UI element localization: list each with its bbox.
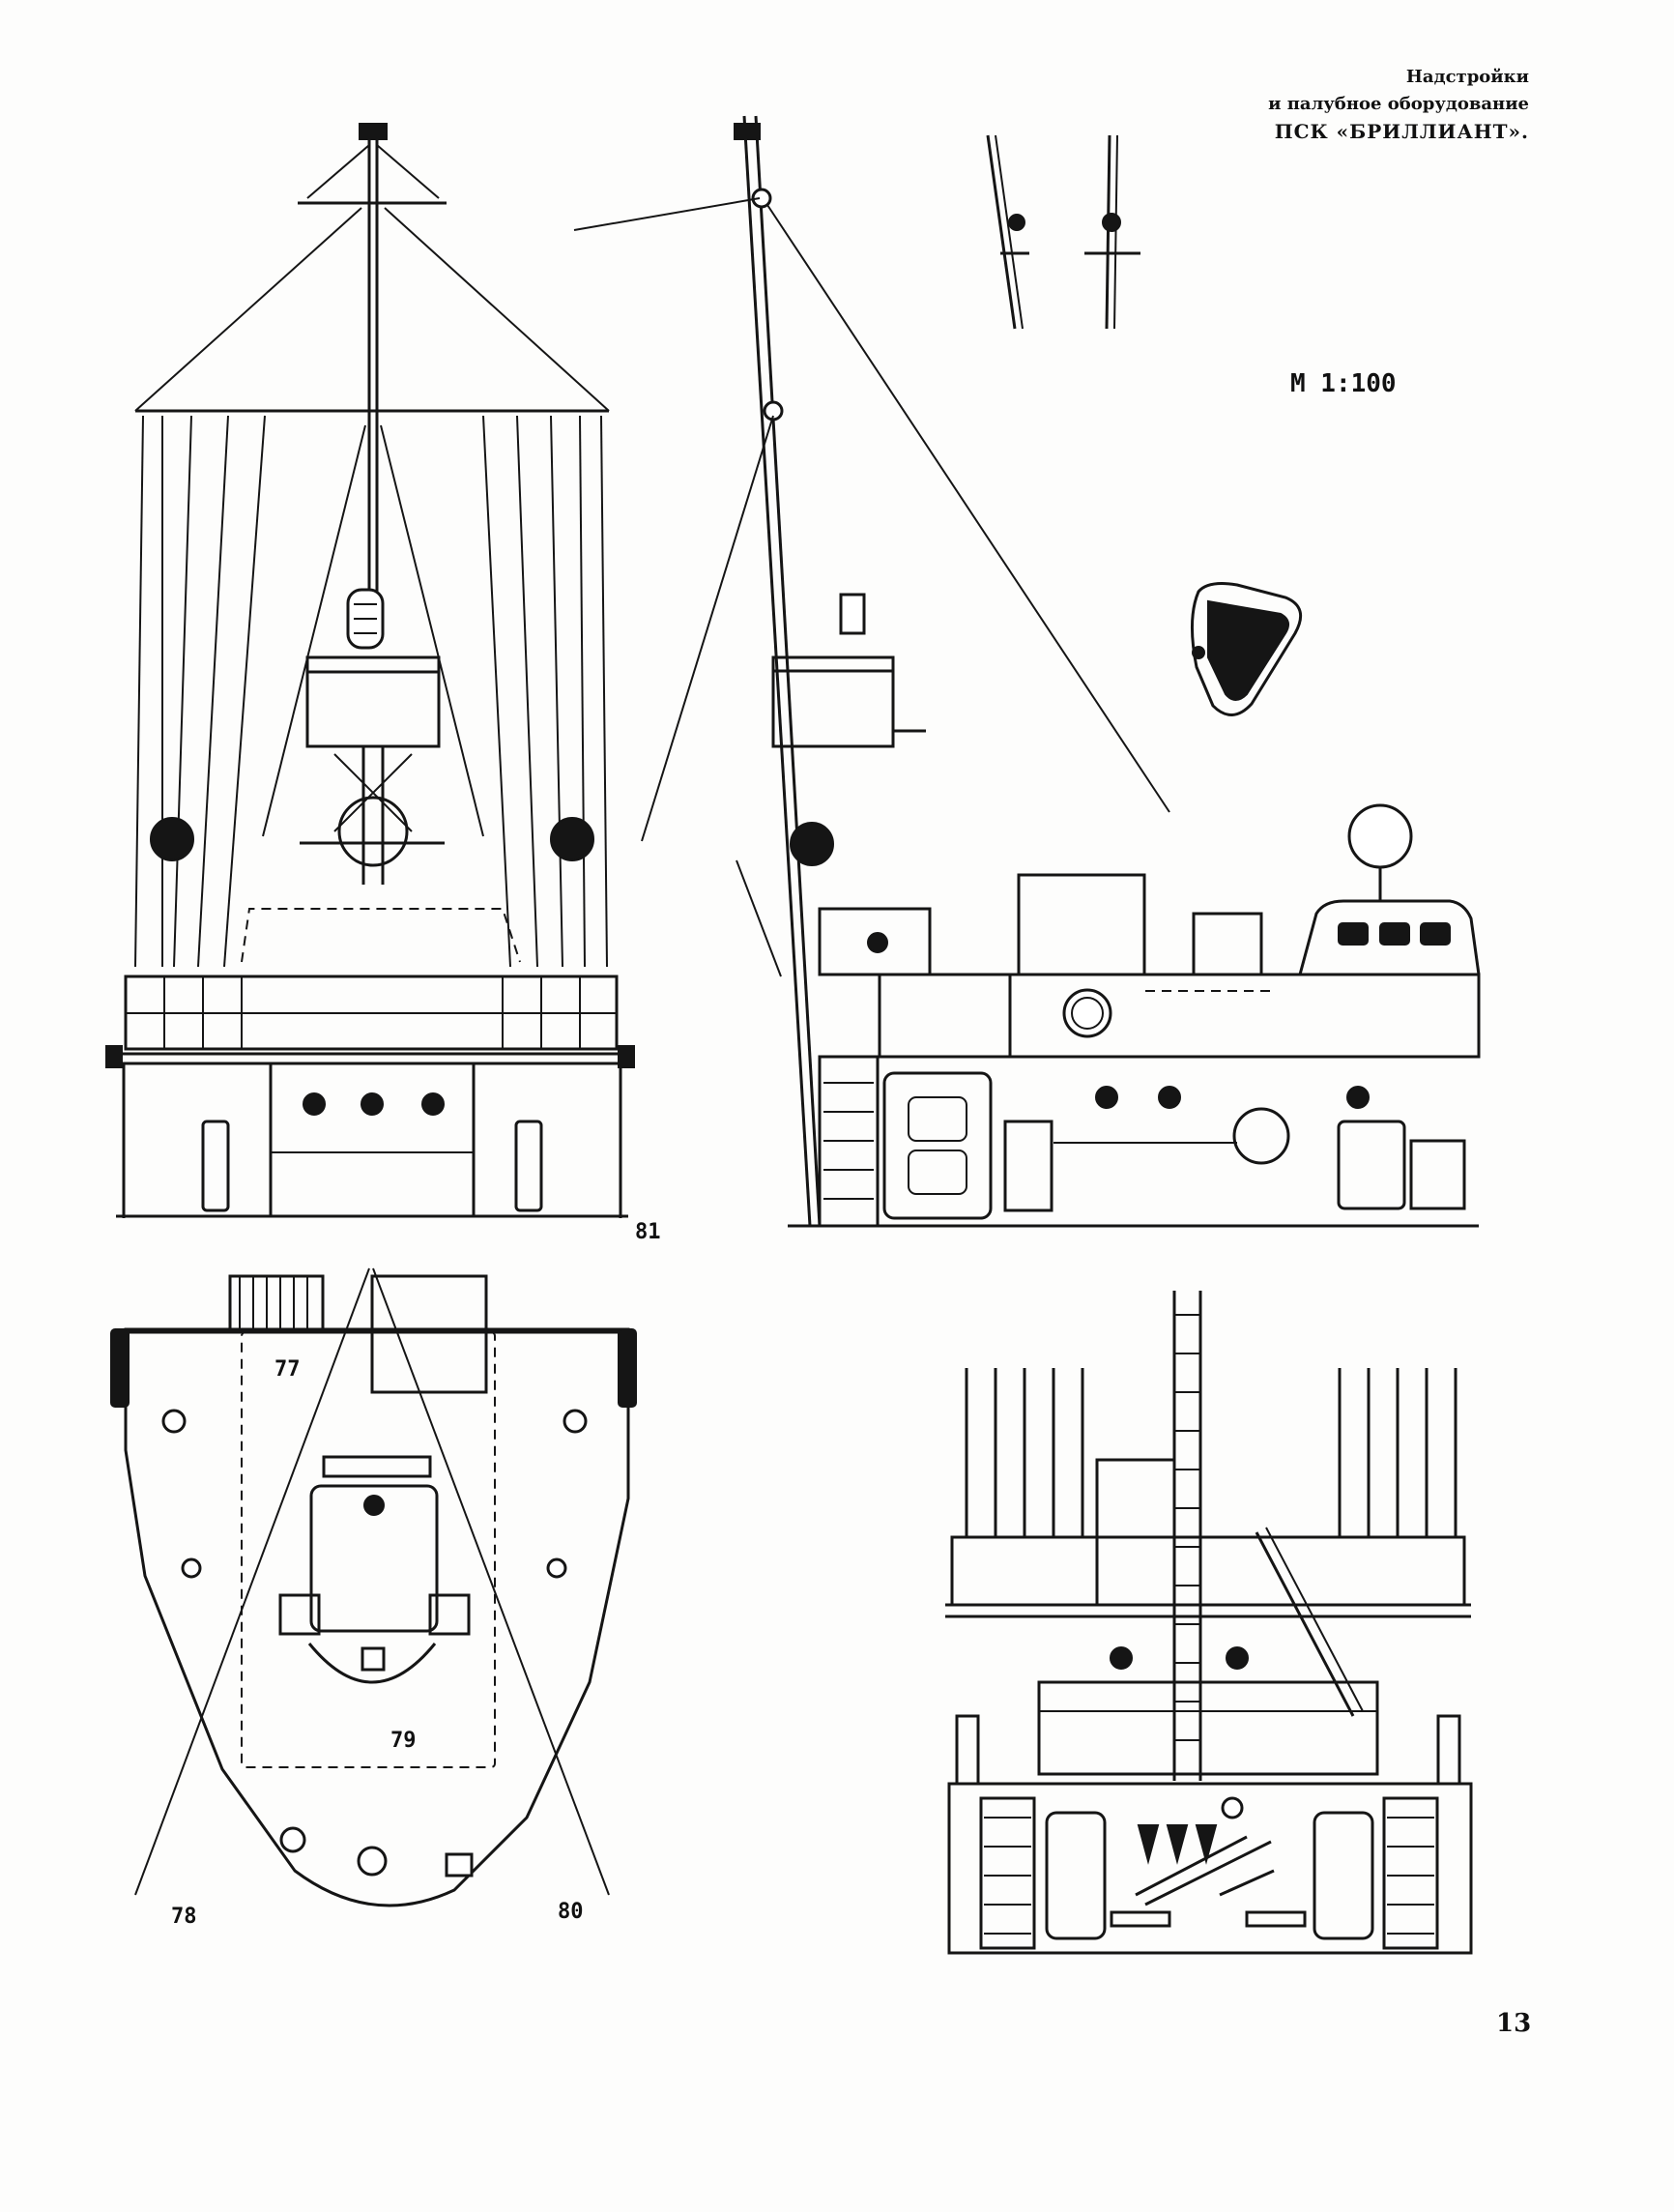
stern-view	[945, 1291, 1473, 1955]
scale-label: М 1:100	[1290, 369, 1397, 398]
mast-lights-detail	[986, 134, 1140, 330]
plan-view	[110, 1267, 637, 1907]
hatch-detail	[1190, 582, 1303, 716]
callout-79: 79	[390, 1729, 417, 1753]
callout-78: 78	[171, 1905, 197, 1929]
side-view	[573, 115, 1481, 1228]
title-line-2: и палубное оборудование	[1268, 94, 1529, 114]
front-view	[105, 123, 635, 1218]
drawing-title: Надстройки и палубное оборудование ПСК «…	[1268, 64, 1529, 145]
page-number: 13	[1496, 2009, 1532, 2038]
title-line-1: Надстройки	[1405, 67, 1529, 87]
callout-80: 80	[558, 1900, 584, 1924]
title-line-3: ПСК «БРИЛЛИАНТ».	[1274, 120, 1529, 143]
callout-81: 81	[635, 1220, 661, 1244]
callout-77: 77	[274, 1357, 301, 1382]
